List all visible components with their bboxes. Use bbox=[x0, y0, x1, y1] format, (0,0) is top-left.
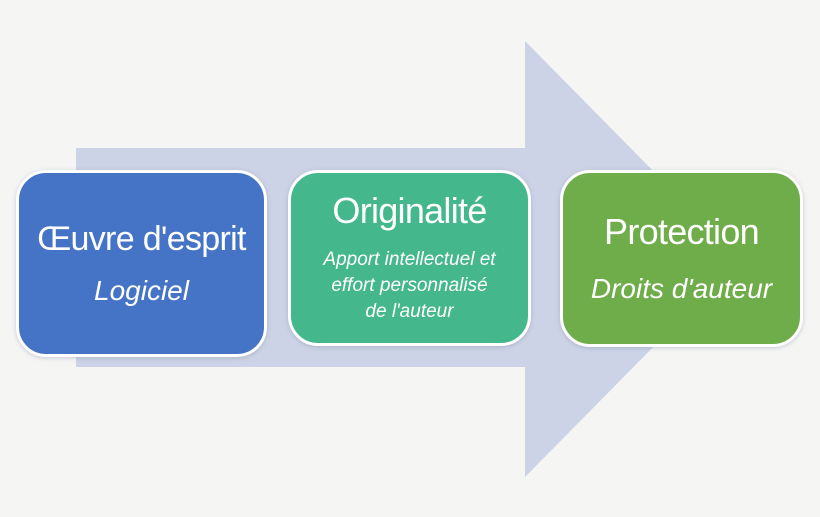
step-subtitle-apport-intellectuel: Apport intellectuel et effort personnali… bbox=[323, 247, 495, 325]
subtitle-line: Droits d'auteur bbox=[590, 272, 773, 304]
step-title-protection: Protection bbox=[604, 211, 760, 253]
subtitle-line: Logiciel bbox=[94, 275, 189, 307]
step-subtitle-droits-dauteur: Droits d'auteur bbox=[591, 273, 772, 305]
step-box-oeuvre-desprit: Œuvre d'esprit Logiciel bbox=[16, 170, 267, 357]
step-box-originalite: Originalité Apport intellectuel et effor… bbox=[288, 170, 531, 346]
step-subtitle-logiciel: Logiciel bbox=[94, 275, 189, 307]
subtitle-line: Apport intellectuel et bbox=[323, 248, 496, 270]
step-title-oeuvre-desprit: Œuvre d'esprit bbox=[37, 219, 246, 258]
subtitle-line: effort personnalisé bbox=[331, 274, 488, 296]
step-box-protection: Protection Droits d'auteur bbox=[560, 170, 803, 347]
subtitle-line: de l'auteur bbox=[365, 300, 454, 322]
step-title-originalite: Originalité bbox=[332, 190, 487, 232]
